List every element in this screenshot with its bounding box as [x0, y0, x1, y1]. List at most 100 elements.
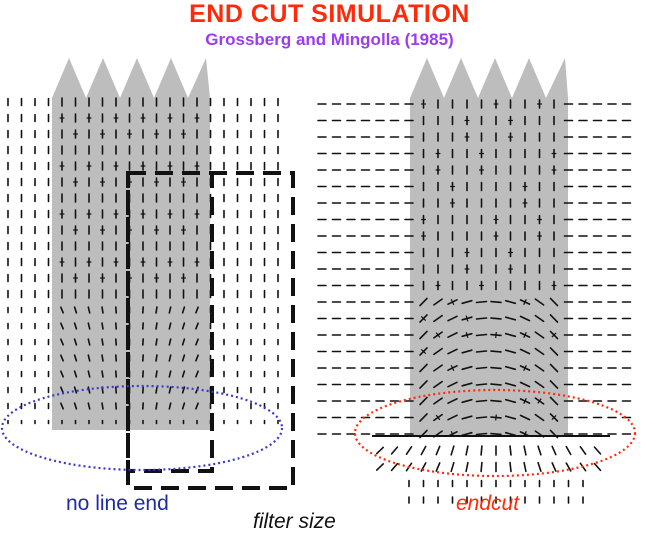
orientation-tick [59, 322, 65, 330]
orientation-tick [73, 386, 78, 394]
orientation-tick [420, 445, 427, 456]
orientation-tick [475, 366, 488, 370]
orientation-tick [549, 347, 559, 356]
orientation-tick [534, 331, 545, 339]
orientation-tick [450, 299, 455, 305]
orientation-tick [73, 402, 78, 410]
orientation-tick [155, 402, 158, 410]
page-subtitle: Grossberg and Mingolla (1985) [205, 30, 454, 49]
endcut-label: endcut [456, 492, 520, 515]
orientation-tick [433, 397, 443, 405]
orientation-tick [447, 348, 458, 355]
orientation-tick [435, 462, 441, 472]
orientation-tick [168, 322, 172, 330]
no-line-end-label: no line end [66, 492, 169, 515]
orientation-tick [475, 333, 488, 337]
orientation-tick [504, 316, 517, 321]
orientation-tick [551, 414, 557, 421]
orientation-tick [87, 386, 91, 394]
orientation-tick [181, 322, 186, 330]
orientation-tick [59, 306, 65, 314]
orientation-tick [549, 380, 559, 389]
orientation-tick [419, 297, 428, 307]
orientation-tick [73, 354, 78, 362]
orientation-tick [433, 347, 443, 356]
orientation-tick [490, 300, 502, 304]
orientation-tick [87, 402, 91, 410]
orientation-tick [480, 461, 483, 473]
orientation-tick [390, 446, 399, 455]
orientation-tick [447, 414, 458, 421]
orientation-tick [465, 445, 469, 456]
orientation-tick [509, 461, 512, 473]
orientation-tick [490, 432, 502, 436]
orientation-tick [195, 306, 199, 314]
orientation-tick [168, 370, 172, 378]
orientation-tick [450, 365, 455, 371]
orientation-tick [480, 445, 483, 456]
orientation-tick [490, 366, 502, 370]
orientation-tick [101, 370, 104, 378]
orientation-tick [155, 386, 158, 394]
orientation-tick [534, 364, 545, 372]
orientation-tick [155, 322, 158, 330]
orientation-tick [59, 402, 65, 410]
orientation-tick [523, 445, 527, 456]
orientation-tick [465, 331, 469, 339]
orientation-tick [537, 445, 542, 456]
orientation-tick [461, 415, 473, 420]
orientation-tick [168, 338, 172, 346]
orientation-tick [593, 446, 602, 455]
orientation-tick [419, 413, 428, 422]
orientation-tick [495, 414, 497, 421]
orientation-tick [390, 462, 399, 472]
orientation-tick [534, 380, 545, 389]
orientation-tick [475, 399, 488, 403]
orientation-tick [450, 461, 455, 473]
endcut-ellipse [353, 388, 637, 478]
orientation-tick [405, 445, 413, 456]
orientation-tick [549, 396, 559, 406]
orientation-tick [181, 402, 186, 410]
orientation-tick [461, 299, 473, 305]
orientation-tick [195, 322, 199, 330]
orientation-tick [461, 398, 473, 404]
filter-size-label: filter size [253, 510, 336, 533]
orientation-tick [168, 306, 172, 314]
orientation-tick [504, 415, 517, 420]
orientation-tick [519, 381, 531, 388]
no-line-end-ellipse [0, 384, 284, 472]
orientation-tick [523, 332, 527, 338]
orientation-tick [181, 338, 186, 346]
orientation-tick [534, 314, 545, 323]
orientation-tick [375, 463, 385, 471]
orientation-tick [447, 315, 458, 322]
orientation-tick [181, 306, 186, 314]
right-bar-shape [410, 58, 568, 436]
orientation-tick [73, 322, 78, 330]
orientation-tick [447, 397, 458, 405]
orientation-tick [73, 306, 78, 314]
orientation-tick [519, 414, 531, 421]
orientation-tick [549, 297, 559, 307]
orientation-tick [195, 354, 199, 362]
orientation-tick [450, 445, 455, 456]
orientation-tick [433, 364, 443, 372]
orientation-tick [420, 348, 427, 355]
orientation-tick [87, 338, 91, 346]
orientation-tick [504, 398, 517, 404]
orientation-tick [475, 416, 488, 419]
orientation-tick [435, 332, 441, 338]
right-orientation-field [317, 99, 632, 504]
orientation-tick [509, 445, 512, 456]
orientation-tick [59, 370, 65, 378]
orientation-tick [101, 322, 104, 330]
orientation-tick [59, 354, 65, 362]
orientation-tick [504, 332, 517, 338]
page-title: END CUT SIMULATION [189, 0, 470, 28]
orientation-tick [195, 402, 199, 410]
orientation-tick [490, 317, 502, 320]
orientation-tick [475, 432, 488, 436]
orientation-tick [87, 306, 91, 314]
